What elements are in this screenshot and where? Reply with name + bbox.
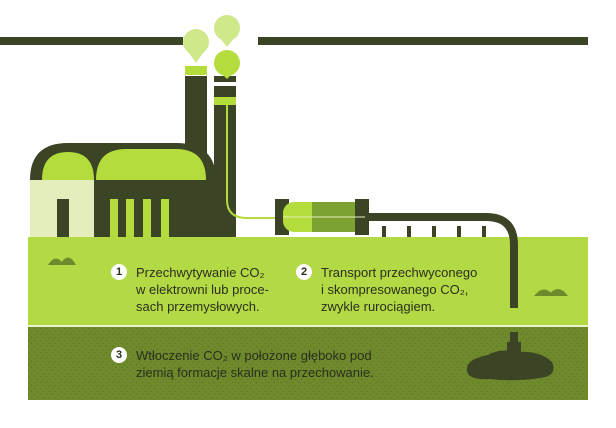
capture-pipe <box>226 105 280 219</box>
power-plant-building <box>30 143 216 237</box>
ground-layer <box>28 237 588 326</box>
chimney-right <box>214 76 236 237</box>
grass-tuft-left <box>48 257 76 265</box>
step-1-number: 1 <box>111 264 127 280</box>
smoke-puff-top <box>214 15 240 47</box>
storage-formation <box>466 350 554 381</box>
building-door <box>57 199 69 237</box>
smoke-puff-left <box>183 29 209 63</box>
step-3-number: 3 <box>111 347 127 363</box>
step-3: 3 Wtłoczenie CO₂ w położone głęboko pod … <box>111 347 374 381</box>
step-2-line-1: Transport przechwyconego <box>321 265 478 280</box>
step-1: 1 Przechwytywanie CO₂ w elektrowni lub p… <box>111 264 269 315</box>
step-2-line-2: i skompresowanego CO₂, <box>321 282 469 297</box>
step-2-number: 2 <box>296 264 312 280</box>
step-1-line-2: w elektrowni lub proce- <box>136 282 269 297</box>
step-2-line-3: zwykle rurociągiem. <box>321 299 436 314</box>
top-rule-right <box>258 37 588 45</box>
step-3-line-2: ziemią formacje skalne na przechowanie. <box>136 365 374 380</box>
compression-tank <box>275 199 369 235</box>
step-1-line-3: sach przemysłowych. <box>136 299 260 314</box>
step-1-line-1: Przechwytywanie CO₂ <box>136 265 265 280</box>
step-2: 2 Transport przechwyconego i skompresowa… <box>296 264 477 315</box>
step-3-line-1: Wtłoczenie CO₂ w położone głęboko pod <box>136 348 372 363</box>
smoke-puff-right <box>214 50 240 79</box>
top-rule-left <box>0 37 183 45</box>
grass-tuft-right <box>534 289 568 296</box>
pipeline <box>369 213 518 350</box>
injection-well <box>507 342 521 356</box>
ground-separator <box>28 325 588 327</box>
